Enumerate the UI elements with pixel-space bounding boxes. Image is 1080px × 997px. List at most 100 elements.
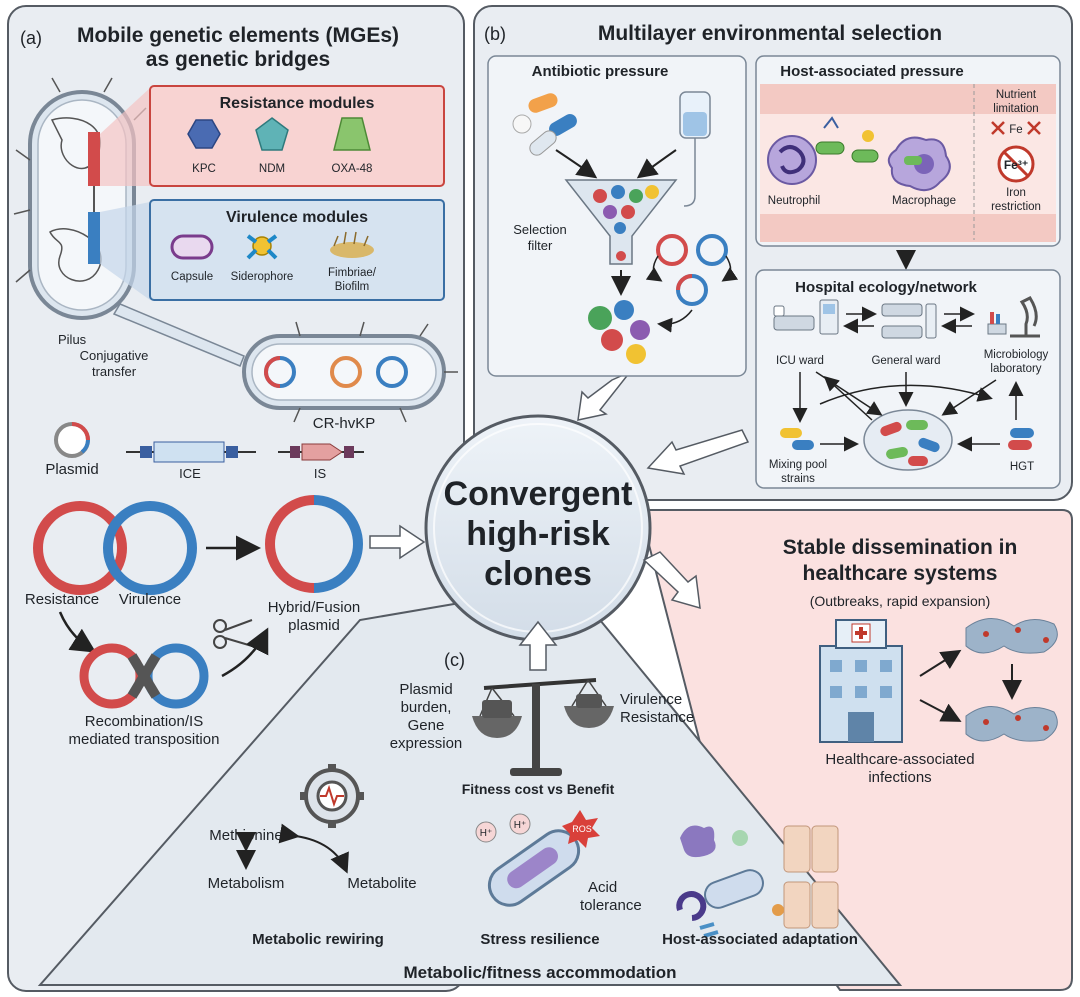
micro-label-line2: laboratory xyxy=(990,363,1041,375)
mixing-pool-icon xyxy=(863,409,953,471)
arrow-a-to-center xyxy=(369,524,426,560)
icu-bed-icon xyxy=(773,299,839,335)
blue-callout-wedge xyxy=(100,202,150,300)
ndm-pentagon-icon xyxy=(255,117,289,151)
methionine-label: Methionine xyxy=(209,827,282,844)
micro-label-line1: Microbiology xyxy=(984,349,1049,361)
plasmid-label: Plasmid xyxy=(45,461,98,478)
hospital-building-icon xyxy=(819,619,903,743)
virulence-modules-title: Virulence modules xyxy=(226,209,368,226)
virulence-item-capsule: Capsule xyxy=(171,271,213,283)
recipient-label: CR-hvKP xyxy=(313,415,376,432)
arrow-hospital-to-map-top xyxy=(919,649,962,677)
balance-scale-icon xyxy=(472,678,614,776)
arrow-b-to-center xyxy=(577,371,631,421)
conjugative-label-line2: transfer xyxy=(92,364,137,379)
plasmid-burden-line1: Plasmid xyxy=(399,681,452,698)
macrophage-icon xyxy=(887,136,951,192)
arrow-hospital-to-map-bottom xyxy=(919,699,962,722)
gear-icon xyxy=(300,764,364,828)
selection-label-line2: filter xyxy=(528,238,553,253)
arrow-pool-to-micro xyxy=(819,384,993,405)
panel-a-title-line1: Mobile genetic elements (MGEs) xyxy=(77,24,399,47)
hybrid-label-line1: Hybrid/Fusion xyxy=(268,599,361,616)
mixing-label-line2: strains xyxy=(781,473,815,485)
virulence-plasmid-circle xyxy=(103,501,197,595)
recipient-cell xyxy=(242,321,458,423)
resistance-item-oxa48: OXA-48 xyxy=(332,163,373,175)
fitness-label: Fitness cost vs Benefit xyxy=(462,781,615,797)
icu-label: ICU ward xyxy=(776,355,824,367)
arrow-network-to-center xyxy=(646,429,750,475)
resistance-label: Resistance xyxy=(25,591,99,608)
ice-element-icon xyxy=(126,441,256,463)
host-adaptation-label: Host-associated adaptation xyxy=(662,931,858,948)
virulence-modules-box: Virulence modules Capsule Siderophore Fi… xyxy=(149,199,445,301)
virulence-resistance-line1: Virulence xyxy=(620,691,682,708)
nutrient-cross-icon: Fe xyxy=(991,121,1041,136)
nutrient-label-line2: limitation xyxy=(993,103,1038,115)
arrow-recombination-to-hybrid xyxy=(221,627,269,678)
kpc-hexagon-icon xyxy=(187,119,221,149)
iv-bag-icon xyxy=(679,91,711,207)
h-plus-1: H⁺ xyxy=(480,828,493,839)
nutrient-label-line1: Nutrient xyxy=(996,89,1037,101)
resistance-modules-box: Resistance modules KPC NDM OXA-48 xyxy=(149,85,445,187)
tissue-layer-top xyxy=(760,84,1056,114)
center-line3: clones xyxy=(484,555,592,593)
arrow-pool-to-icu xyxy=(823,375,873,421)
scissors-icon xyxy=(213,619,253,649)
center-hub: Convergent high-risk clones xyxy=(424,414,652,642)
panel-c-tag: (c) xyxy=(444,650,465,670)
hybrid-label-line2: plasmid xyxy=(288,617,340,634)
virulence-resistance-line2: Resistance xyxy=(620,709,694,726)
biofilm-icon xyxy=(330,231,374,258)
resistance-item-ndm: NDM xyxy=(259,163,285,175)
macrophage-label: Macrophage xyxy=(892,195,956,207)
acid-label-line1: Acid xyxy=(588,879,617,896)
mixing-strains-icon xyxy=(780,428,814,450)
ice-label: ICE xyxy=(179,466,201,481)
panel-b-tag: (b) xyxy=(484,24,506,44)
plasmid-burden-line2: burden, xyxy=(401,699,452,716)
recombination-label-line1: Recombination/IS xyxy=(85,713,203,730)
hai-label-line2: infections xyxy=(868,769,931,786)
fe-ion-text: Fe xyxy=(1009,124,1022,136)
selection-label-line1: Selection xyxy=(513,222,566,237)
arrow-micro-to-pool xyxy=(941,379,997,416)
virulence-item-biofilm: Biofilm xyxy=(335,281,370,293)
pills-icon xyxy=(512,93,577,156)
hgt-icon xyxy=(1008,428,1034,450)
selected-cells-cluster xyxy=(588,300,650,364)
tissue-layer-bottom xyxy=(760,214,1056,242)
stress-resilience-label: Stress resilience xyxy=(480,931,599,948)
world-map-bottom-icon xyxy=(965,706,1058,742)
metabolite-label: Metabolite xyxy=(347,875,416,892)
no-iron-icon: Fe³⁺ xyxy=(997,145,1035,183)
capsule-icon xyxy=(170,234,214,260)
host-adaptation-icon xyxy=(676,825,839,938)
pink-callout-wedge xyxy=(100,88,150,186)
neutrophil-label: Neutrophil xyxy=(768,195,820,207)
acid-label-line2: tolerance xyxy=(580,897,642,914)
arrow-c-to-center xyxy=(518,620,558,671)
oxa48-trapezoid-icon xyxy=(333,117,371,151)
microscope-icon xyxy=(987,296,1040,338)
center-line1: Convergent xyxy=(444,475,633,513)
hai-label-line1: Healthcare-associated xyxy=(825,751,974,768)
stressed-bacterium-icon: H⁺ H⁺ ROS xyxy=(475,810,600,907)
neutrophil-icon xyxy=(767,135,817,185)
plasmid-burden-line3: Gene xyxy=(408,717,445,734)
antibiotic-title: Antibiotic pressure xyxy=(532,63,669,80)
ros-label: ROS xyxy=(572,824,592,834)
is-element-icon xyxy=(278,443,364,461)
panel-c-bottom-title: Metabolic/fitness accommodation xyxy=(404,963,677,982)
metabolic-rewiring-label: Metabolic rewiring xyxy=(252,931,384,948)
virulence-item-siderophore: Siderophore xyxy=(231,271,294,283)
general-bed-icon xyxy=(881,303,937,339)
hgt-label: HGT xyxy=(1010,461,1034,473)
iron-label-line2: restriction xyxy=(991,201,1041,213)
h-plus-2: H⁺ xyxy=(514,820,527,831)
hybrid-plasmid-icon xyxy=(265,495,363,593)
